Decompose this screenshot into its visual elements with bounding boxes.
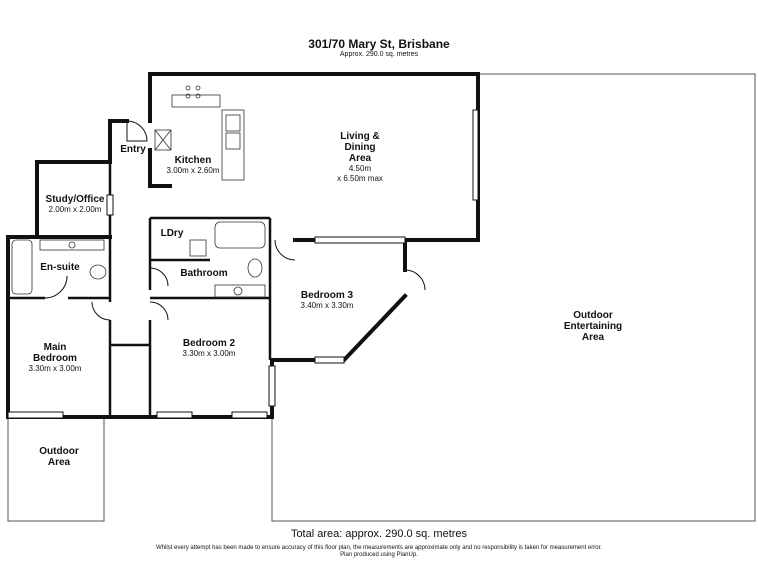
ldry-label: LDry xyxy=(154,228,190,239)
outdoor-area-label: Outdoor Area xyxy=(27,446,91,468)
living-name-line1: Living & xyxy=(340,131,380,142)
bedroom2-name: Bedroom 2 xyxy=(182,338,236,349)
living-name-line3: Area xyxy=(348,153,372,164)
kitchen-label: Kitchen 3.00m x 2.60m xyxy=(162,155,224,176)
main-bedroom-name-line1: Main xyxy=(43,342,67,353)
outdoor-area-name-line2: Area xyxy=(47,457,71,468)
living-dims-line2: x 6.50m max xyxy=(337,174,383,183)
kitchen-fittings xyxy=(154,85,245,181)
study-name: Study/Office xyxy=(45,194,105,205)
main-bedroom-dims: 3.30m x 3.00m xyxy=(28,364,82,373)
living-name-line2: Dining xyxy=(344,142,376,153)
entry-name: Entry xyxy=(120,144,146,155)
bathroom-label: Bathroom xyxy=(172,268,236,279)
plan-title: 301/70 Mary St, Brisbane xyxy=(308,37,450,51)
bedroom2-dims: 3.30m x 3.00m xyxy=(182,349,236,358)
disclaimer-text: Whilst every attempt has been made to en… xyxy=(156,545,602,551)
total-area: Total area: approx. 290.0 sq. metres xyxy=(290,528,468,540)
outdoor-entertaining-name-line1: Outdoor xyxy=(573,310,613,321)
bedroom3-name: Bedroom 3 xyxy=(300,290,354,301)
ensuite-label: En-suite xyxy=(33,262,87,273)
footer-notes: Whilst every attempt has been made to en… xyxy=(0,545,758,559)
bathroom-name: Bathroom xyxy=(180,268,228,279)
ldry-name: LDry xyxy=(160,228,184,239)
entry-label: Entry xyxy=(113,144,153,155)
study-dims: 2.00m x 2.00m xyxy=(48,205,102,214)
bedroom2-label: Bedroom 2 3.30m x 3.00m xyxy=(174,338,244,359)
living-label: Living & Dining Area 4.50m x 6.50m max xyxy=(320,131,400,184)
kitchen-name: Kitchen xyxy=(174,155,212,166)
plan-subtitle: Approx. 290.0 sq. metres xyxy=(339,51,419,58)
main-bedroom-name-line2: Bedroom xyxy=(33,353,77,364)
living-dims-line1: 4.50m xyxy=(348,164,372,173)
main-bedroom-label: Main Bedroom 3.30m x 3.00m xyxy=(20,342,90,374)
outdoor-area-outline xyxy=(7,417,105,522)
interior-walls xyxy=(8,162,272,417)
credit-text: Plan produced using PlanUp. xyxy=(340,552,418,558)
bath-fittings xyxy=(11,221,266,298)
kitchen-dims: 3.00m x 2.60m xyxy=(166,166,220,175)
windows xyxy=(7,109,479,419)
bedroom3-label: Bedroom 3 3.40m x 3.30m xyxy=(292,290,362,311)
outdoor-entertaining-name-line3: Area xyxy=(581,332,605,343)
ensuite-name: En-suite xyxy=(40,262,80,273)
outdoor-entertaining-label: Outdoor Entertaining Area xyxy=(548,310,638,343)
outdoor-area-name-line1: Outdoor xyxy=(39,446,79,457)
doors xyxy=(44,120,426,321)
study-label: Study/Office 2.00m x 2.00m xyxy=(40,194,110,215)
outdoor-entertaining-name-line2: Entertaining xyxy=(563,321,623,332)
bedroom3-dims: 3.40m x 3.30m xyxy=(300,301,354,310)
